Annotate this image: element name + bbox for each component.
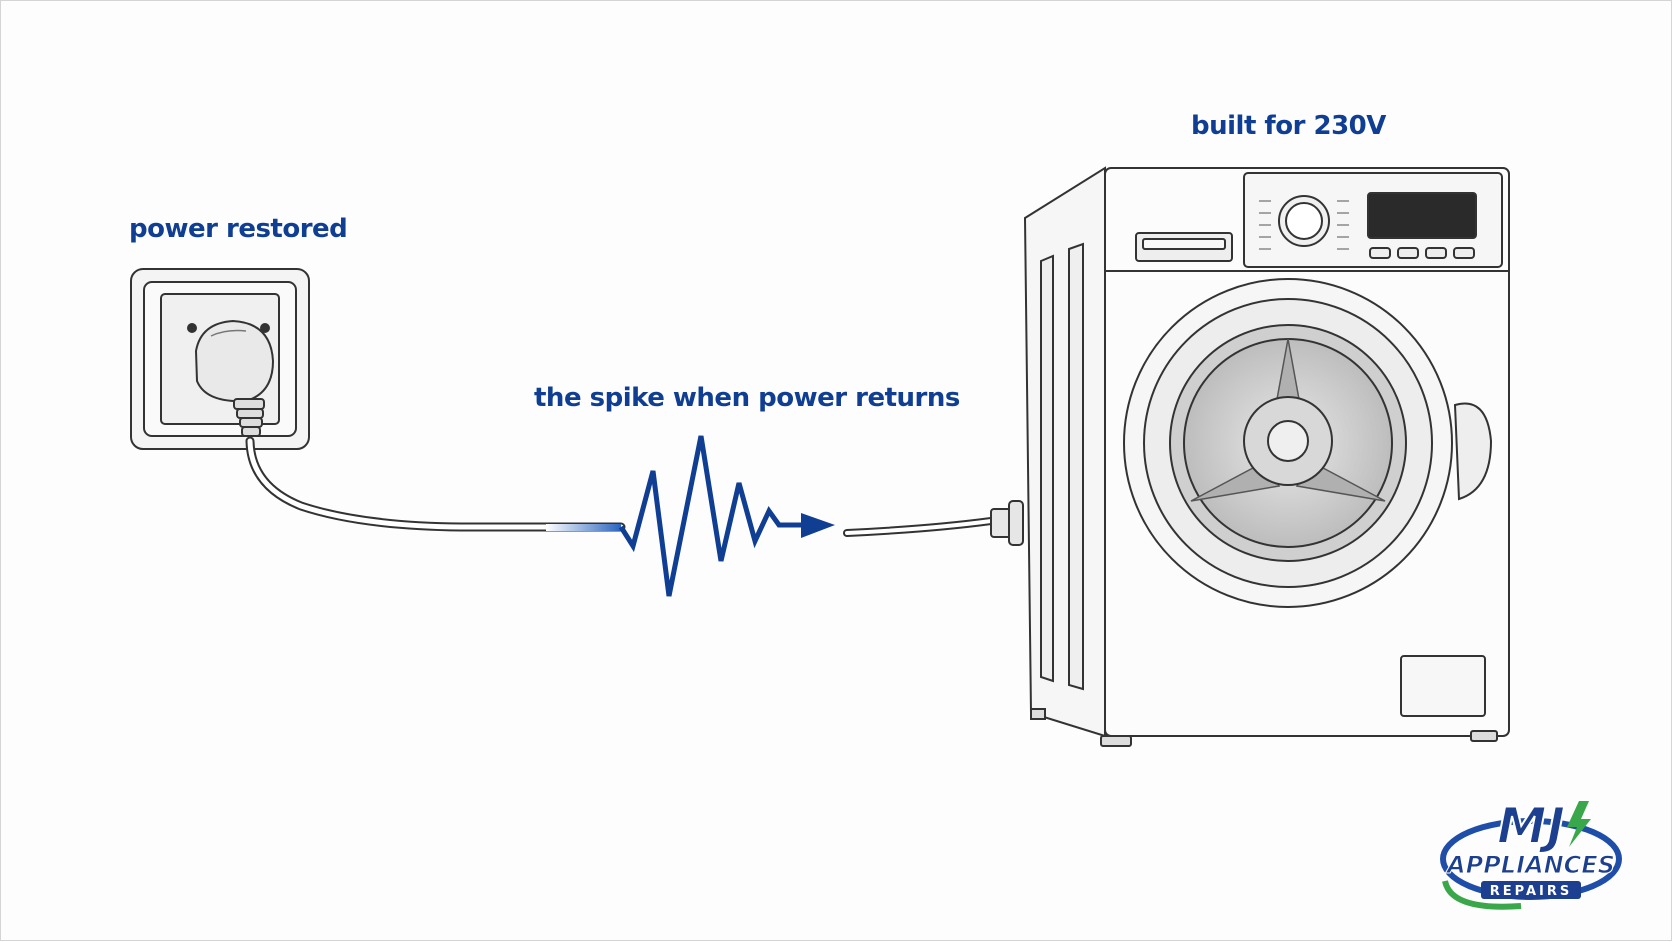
washing-machine-icon (1023, 166, 1510, 747)
spike-label: the spike when power returns (534, 383, 960, 413)
logo-line3: REPAIRS (1490, 884, 1573, 899)
logo-line2: APPLIANCES (1445, 851, 1615, 879)
logo-line1: MJ (1497, 797, 1565, 855)
power-spike-icon (618, 435, 801, 597)
outlet-label: power restored (129, 214, 348, 244)
mj-logo: MJ APPLIANCES REPAIRS (1440, 796, 1622, 910)
plug-icon (194, 319, 275, 437)
arrow-right-icon (801, 513, 835, 538)
washer-label: built for 230V (1191, 111, 1386, 141)
power-cord-left (245, 436, 626, 532)
